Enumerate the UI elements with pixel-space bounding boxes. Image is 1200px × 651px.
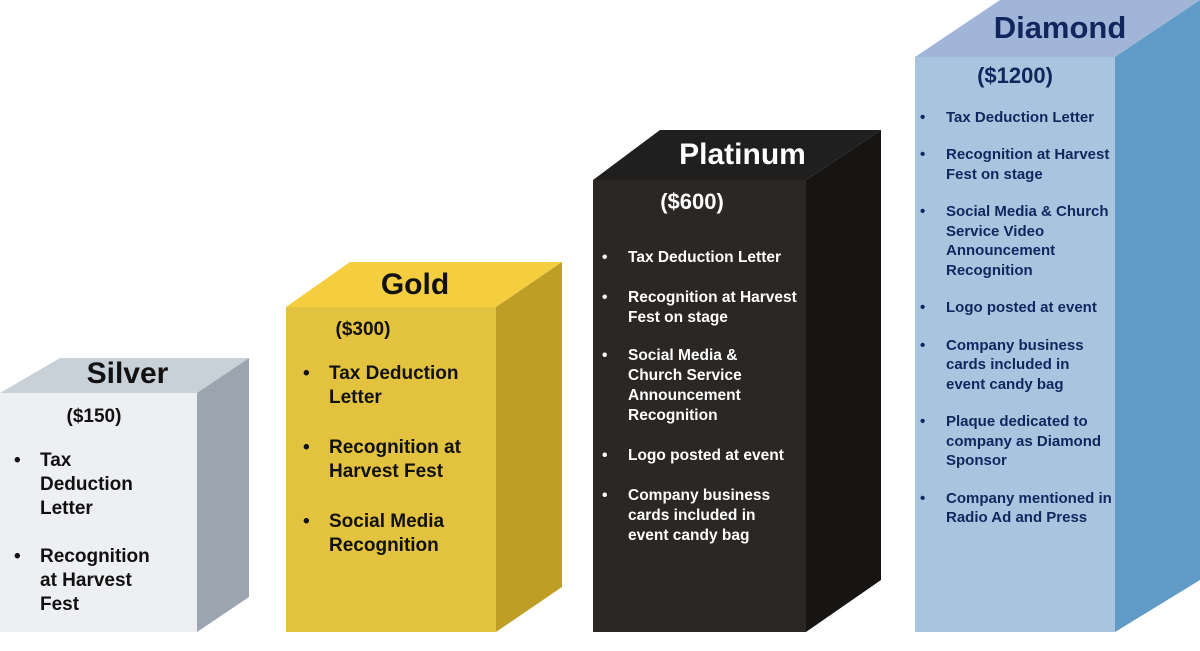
diamond-content: ($1200) Tax Deduction Letter Recognition… [920, 63, 1112, 528]
gold-title: Gold [380, 268, 450, 301]
gold-benefits: Tax Deduction Letter Recognition at Harv… [303, 362, 493, 558]
benefit-item: Recognition at Harvest Fest [303, 436, 494, 484]
silver-price: ($150) [66, 406, 122, 427]
benefit-item: Recognition at Harvest Fest on stage [602, 288, 803, 328]
diamond-price: ($1200) [977, 63, 1053, 88]
benefit-item: Company mentioned in Radio Ad and Press [920, 489, 1116, 528]
silver-title: Silver [86, 357, 169, 390]
diamond-benefits: Tax Deduction Letter Recognition at Harv… [920, 108, 1112, 528]
platinum-content: ($600) Tax Deduction Letter Recognition … [602, 189, 802, 546]
benefit-item: Social Media & Church Service Video Anno… [920, 202, 1116, 280]
silver-benefits: Tax Deduction Letter Recognition at Harv… [14, 449, 189, 617]
gold-content: ($300) Tax Deduction Letter Recognition … [303, 318, 493, 558]
benefit-item: Tax Deduction Letter [303, 362, 479, 410]
benefit-item: Tax Deduction Letter [602, 248, 802, 268]
benefit-item: Recognition at Harvest Fest on stage [920, 145, 1116, 184]
benefit-item: Logo posted at event [602, 446, 802, 466]
benefit-item: Logo posted at event [920, 298, 1112, 318]
benefit-item: Social Media Recognition [303, 510, 459, 558]
benefit-item: Recognition at Harvest Fest [14, 545, 170, 617]
benefit-item: Tax Deduction Letter [14, 449, 150, 521]
benefit-item: Company business cards included in event… [920, 336, 1106, 395]
benefit-item: Social Media & Church Service Announceme… [602, 346, 778, 426]
silver-content: ($150) Tax Deduction Letter Recognition … [14, 405, 189, 617]
benefit-item: Tax Deduction Letter [920, 108, 1112, 128]
diamond-title: Diamond [993, 10, 1127, 45]
benefit-item: Plaque dedicated to company as Diamond S… [920, 412, 1106, 471]
platinum-title: Platinum [679, 138, 806, 171]
platinum-price: ($600) [660, 189, 724, 214]
benefit-item: Company business cards included in event… [602, 486, 788, 546]
platinum-benefits: Tax Deduction Letter Recognition at Harv… [602, 248, 802, 546]
gold-price: ($300) [335, 319, 391, 340]
